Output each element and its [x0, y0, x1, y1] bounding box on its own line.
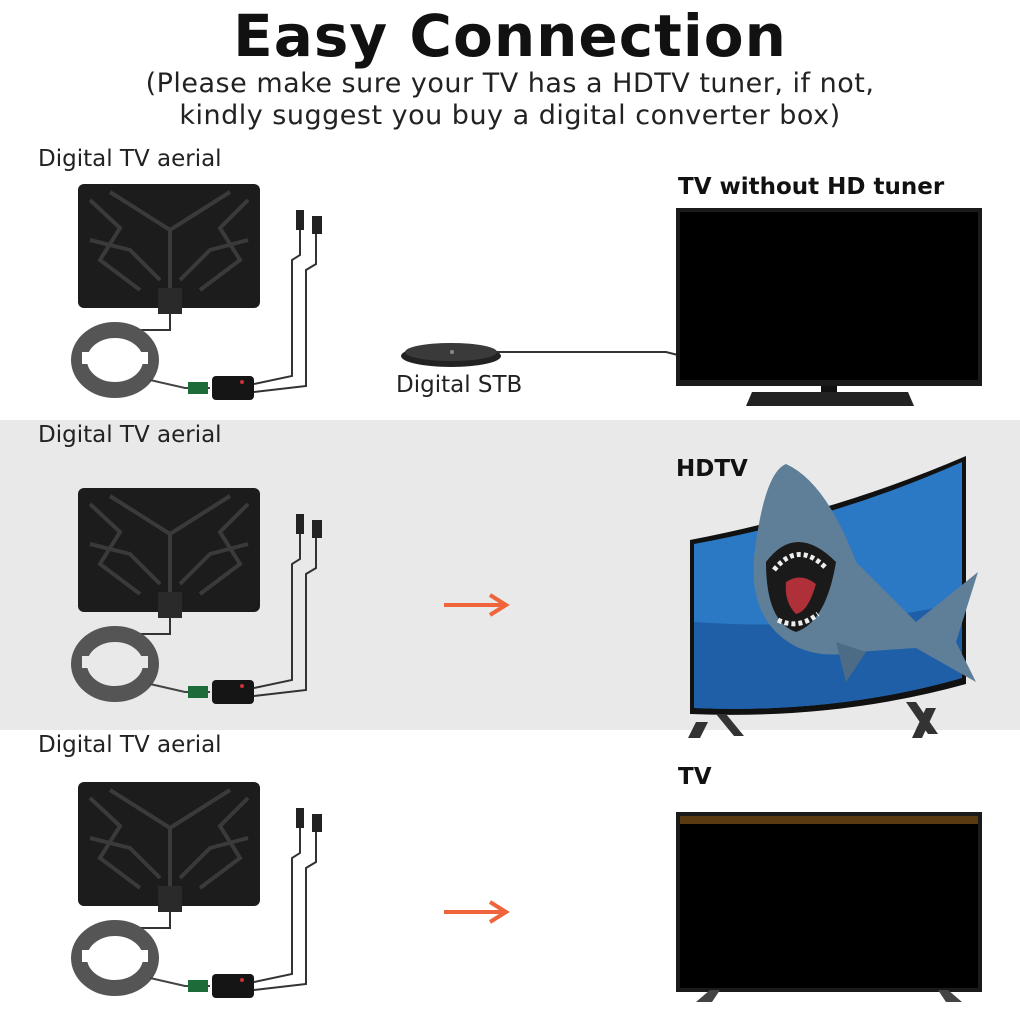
row3-tv: [676, 812, 986, 1006]
row1-stb-label: Digital STB: [396, 372, 522, 398]
row2-arrow: [440, 590, 510, 620]
set-top-box: [396, 336, 506, 370]
page-subtitle: (Please make sure your TV has a HDTV tun…: [0, 68, 1020, 132]
amplifier-icon: [212, 974, 254, 998]
page-title: Easy Connection: [0, 2, 1020, 70]
subtitle-line-2: kindly suggest you buy a digital convert…: [0, 100, 1020, 132]
set-top-box-icon: [396, 336, 506, 370]
arrow-right-icon: [440, 590, 510, 620]
tv-icon: [676, 812, 986, 1006]
row2-hdtv: [686, 452, 986, 742]
row1-tv: [676, 206, 984, 412]
antenna-panel-icon: [70, 484, 350, 724]
usb-cable-icon: [254, 826, 316, 990]
antenna-panel-icon: [70, 778, 350, 1018]
subtitle-line-1: (Please make sure your TV has a HDTV tun…: [0, 68, 1020, 100]
row1-tv-label: TV without HD tuner: [678, 174, 944, 200]
coax-coil-icon: [79, 330, 151, 390]
amplifier-icon: [212, 376, 254, 400]
row1-aerial-label: Digital TV aerial: [38, 146, 222, 172]
row1-antenna: [70, 180, 350, 420]
usb-cable-icon: [254, 532, 316, 696]
stb-tv-cable: [496, 346, 682, 360]
usb-cable-icon: [254, 228, 316, 392]
row3-tv-label: TV: [678, 764, 712, 790]
row3-arrow: [440, 897, 510, 927]
tv-icon: [676, 206, 984, 412]
antenna-panel-icon: [70, 180, 350, 420]
arrow-right-icon: [440, 897, 510, 927]
amplifier-icon: [212, 680, 254, 704]
row2-antenna: [70, 484, 350, 724]
row3-antenna: [70, 778, 350, 1018]
coax-coil-icon: [79, 928, 151, 988]
row3-aerial-label: Digital TV aerial: [38, 732, 222, 758]
curved-tv-icon: [686, 452, 986, 742]
row2-aerial-label: Digital TV aerial: [38, 422, 222, 448]
coax-coil-icon: [79, 634, 151, 694]
